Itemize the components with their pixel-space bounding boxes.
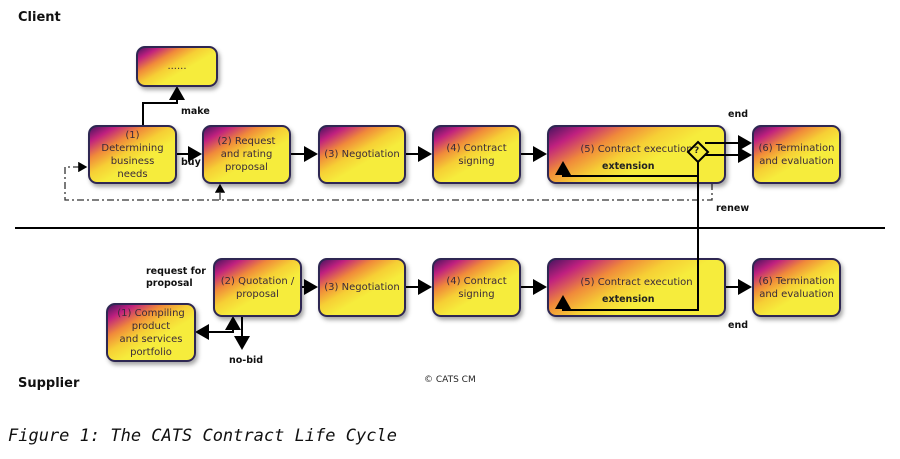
buy-label: buy	[181, 157, 201, 168]
supplier-extension-label: extension	[602, 294, 655, 305]
renew-loop	[64, 161, 713, 201]
client-extension-label: extension	[602, 161, 655, 172]
supplier-step-6: (6) Termination and evaluation	[752, 258, 841, 317]
make-box: ......	[136, 46, 218, 87]
request-for-proposal-label: request for proposal	[146, 266, 206, 289]
client-step-3: (3) Negotiation	[318, 125, 406, 184]
client-step-2: (2) Request and rating proposal	[202, 125, 291, 184]
supplier-step-3: (3) Negotiation	[318, 258, 406, 317]
figure-caption: Figure 1: The CATS Contract Life Cycle	[8, 426, 397, 446]
lane-supplier: Supplier	[18, 376, 80, 391]
decision-mark: ?	[694, 146, 700, 156]
portfolio-arrow	[195, 318, 234, 340]
supplier-end-label: end	[728, 320, 749, 331]
supplier-step-2: (2) Quotation / proposal	[213, 258, 302, 317]
client-end-label: end	[728, 109, 749, 120]
make-arrow	[142, 86, 185, 125]
supplier-step-4: (4) Contract signing	[432, 258, 521, 317]
supplier-step-1: (1) Compiling product and services portf…	[106, 303, 196, 362]
client-step-4: (4) Contract signing	[432, 125, 521, 184]
renew-label: renew	[716, 203, 750, 214]
make-label: make	[181, 106, 210, 117]
client-step-6: (6) Termination and evaluation	[752, 125, 841, 184]
copyright: © CATS CM	[424, 375, 476, 385]
client-step-1: (1) Determining business needs	[88, 125, 177, 184]
supplier-step-5: (5) Contract execution	[547, 258, 726, 317]
no-bid-label: no-bid	[229, 355, 264, 366]
lane-client: Client	[18, 10, 61, 25]
